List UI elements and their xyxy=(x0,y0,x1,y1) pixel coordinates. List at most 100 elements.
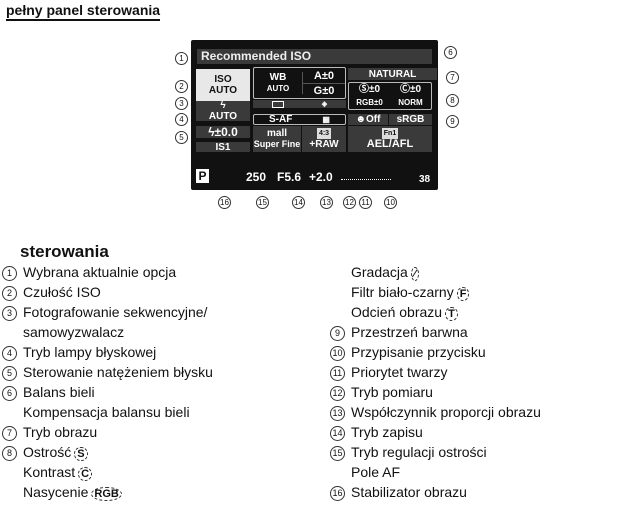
callout-6: 6 xyxy=(444,46,457,59)
item-number: 6 xyxy=(2,386,17,401)
symbol-icon: F xyxy=(456,287,470,301)
item-number: 12 xyxy=(330,386,345,401)
item-label: Współczynnik proporcji obrazu xyxy=(351,404,541,420)
item-number: 13 xyxy=(330,406,345,421)
color-space-cell[interactable]: sRGB xyxy=(389,114,432,125)
item-number: 11 xyxy=(330,366,345,381)
item-label: Czułość ISO xyxy=(23,284,101,300)
item-number: 14 xyxy=(330,426,345,441)
af-cell[interactable]: S-AF▦ xyxy=(253,114,346,125)
aspect-cell[interactable]: 4:3+RAW xyxy=(302,126,346,152)
item-label: Tryb obrazu xyxy=(23,424,98,440)
item-number: 5 xyxy=(2,366,17,381)
item-label: Wybrana aktualnie opcja xyxy=(23,264,177,280)
symbol-icon: T xyxy=(445,307,458,321)
item-number: 16 xyxy=(330,486,345,501)
symbol-icon: S xyxy=(74,447,88,461)
record-quality: Super Fine xyxy=(253,139,301,149)
item-label: Przestrzeń barwna xyxy=(351,324,468,340)
symbol-icon: RGB xyxy=(91,487,122,501)
callout-2: 2 xyxy=(175,80,188,93)
fn-value: Fn1 xyxy=(381,128,399,139)
legend-item: 1 Wybrana aktualnie opcja xyxy=(2,262,176,282)
legend-item: 14 Tryb zapisu xyxy=(330,422,423,442)
callout-1: 1 xyxy=(175,52,188,65)
wb-label: WB xyxy=(269,72,287,83)
face-value: Off xyxy=(366,114,381,125)
drive-metering-cell[interactable]: ◈ xyxy=(253,100,346,108)
item-number: 8 xyxy=(2,446,17,461)
callout-11: 11 xyxy=(359,196,372,209)
item-label: Fotografowanie sekwencyjne/ xyxy=(23,304,208,320)
wb-a: A±0 xyxy=(303,69,345,84)
item-label: Tryb pomiaru xyxy=(351,384,433,400)
sharpness-value: Ⓢ±0 xyxy=(358,84,381,95)
flash-icon: ϟ xyxy=(220,100,226,111)
raw-value: +RAW xyxy=(309,139,339,150)
recommended-bar: Recommended ISO xyxy=(197,49,432,64)
callout-3: 3 xyxy=(175,97,188,110)
contrast-value: Ⓒ±0 xyxy=(399,84,422,95)
legend-item: 3 Fotografowanie sekwencyjne/ xyxy=(2,302,207,322)
picture-mode-cell[interactable]: NATURAL xyxy=(348,68,437,80)
item-label: Ostrość xyxy=(23,444,72,460)
iso-label: ISO xyxy=(214,74,232,85)
item-label: Tryb lampy błyskowej xyxy=(23,344,157,360)
symbol-icon: ⁄ xyxy=(410,267,419,281)
item-number: 15 xyxy=(330,446,345,461)
wb-g: G±0 xyxy=(313,84,335,97)
item-number: 1 xyxy=(2,266,17,281)
ev-value: +2.0 xyxy=(309,170,333,184)
item-number: 4 xyxy=(2,346,17,361)
is-cell[interactable]: IS1 xyxy=(196,142,250,153)
legend-item: 4 Tryb lampy błyskowej xyxy=(2,342,156,362)
face-priority-cell[interactable]: ☻Off xyxy=(348,114,388,125)
legend-item: Gradacja⁄ xyxy=(330,262,419,284)
callout-14: 14 xyxy=(292,196,305,209)
legend-item: 13 Współczynnik proporcji obrazu xyxy=(330,402,541,422)
callout-13: 13 xyxy=(320,196,333,209)
mode-indicator: P xyxy=(196,169,209,183)
aspect-value: 4:3 xyxy=(316,128,332,139)
single-shot-icon xyxy=(271,100,284,108)
callout-15: 15 xyxy=(256,196,269,209)
item-label: Pole AF xyxy=(351,464,401,480)
item-number: 3 xyxy=(2,306,17,321)
iso-value: AUTO xyxy=(208,85,238,96)
legend-item: Kompensacja balansu bieli xyxy=(2,402,190,422)
wb-value: AUTO xyxy=(266,84,290,93)
shutter-value: 250 xyxy=(246,170,267,184)
callout-12: 12 xyxy=(343,196,356,209)
page-title: pełny panel sterowania xyxy=(6,2,161,21)
legend-item: 7 Tryb obrazu xyxy=(2,422,97,442)
item-number: 10 xyxy=(330,346,345,361)
af-mode-value: S-AF xyxy=(269,114,293,125)
item-label: Priorytet twarzy xyxy=(351,364,448,380)
item-label: Odcień obrazu xyxy=(351,304,443,320)
flash-comp-cell[interactable]: ϟ±0.0 xyxy=(196,126,250,138)
aperture-value: F5.6 xyxy=(277,170,302,184)
item-label: Tryb zapisu xyxy=(351,424,423,440)
legend-item: Pole AF xyxy=(330,462,400,482)
fn-assign-value: AEL/AFL xyxy=(366,138,414,150)
record-size: mall xyxy=(266,128,287,139)
callout-4: 4 xyxy=(175,113,188,126)
item-number: 7 xyxy=(2,426,17,441)
callout-5: 5 xyxy=(175,131,188,144)
